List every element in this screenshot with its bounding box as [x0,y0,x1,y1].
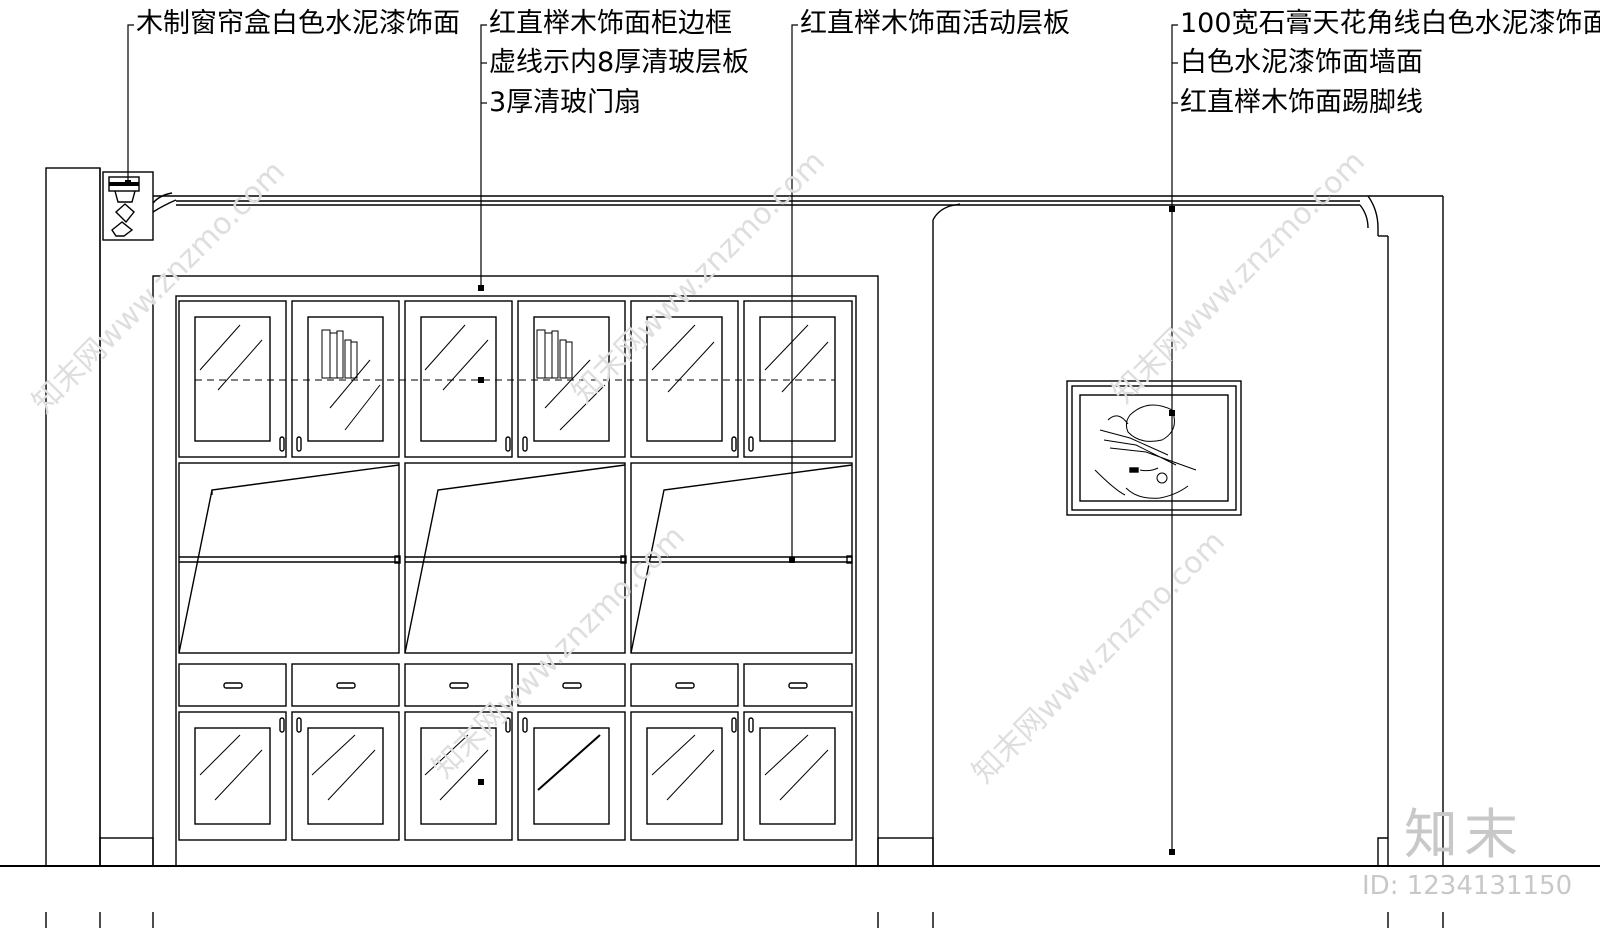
curtain-box [102,171,177,241]
watermark-id: ID: 1234131150 [1362,871,1573,901]
wall-picture-frame [1066,380,1242,516]
callout-wall-finish: 白色水泥漆饰面墙面 [1180,47,1423,78]
callout-cornice: 100宽石膏天花角线白色水泥漆饰面 [1180,8,1600,39]
ceiling-cornice [153,195,1443,236]
lower-doors [178,711,853,841]
upper-glass-reflection [199,324,829,431]
callout-skirting: 红直榉木饰面踢脚线 [1180,87,1423,118]
cabinet-frame [152,275,879,867]
skirting-right [1377,837,1388,866]
upper-handles [279,436,754,452]
lower-handles [279,717,754,733]
dimension-ticks [45,912,1444,928]
callout-glass-door: 3厚清玻门扇 [489,87,642,118]
books-left [321,329,358,379]
drawers [178,663,853,707]
leader-dots [125,180,1175,855]
upper-doors [178,300,853,458]
lower-glass-reflection [199,734,829,801]
callout-curtain-box: 木制窗帘盒白色水泥漆饰面 [136,8,460,39]
middle-open-bays [178,462,853,654]
skirting-left [877,837,934,867]
callout-cabinet-frame: 红直榉木饰面柜边框 [489,8,732,39]
callout-movable-shelf: 红直榉木饰面活动层板 [800,8,1070,39]
callout-glass-shelf: 虚线示内8厚清玻层板 [489,47,750,78]
leader-lines [127,24,1178,852]
watermark-logo: 知末 [1404,803,1524,866]
books-right [536,329,573,379]
